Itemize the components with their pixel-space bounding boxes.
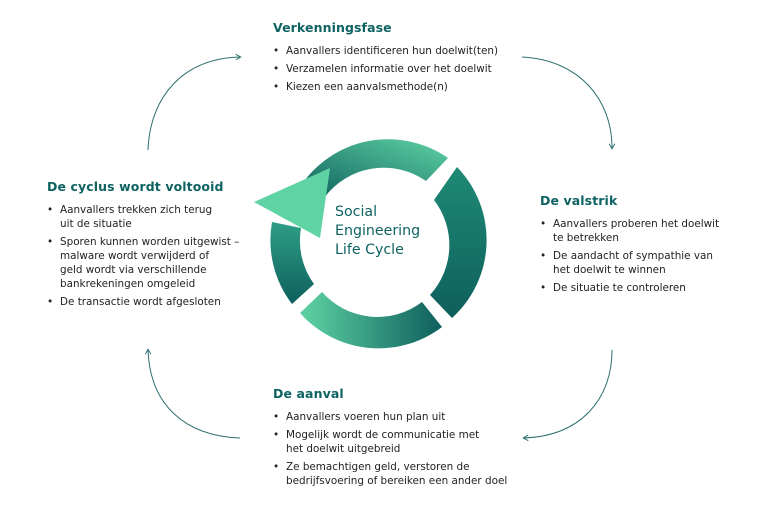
list-item: Aanvallers identificeren hun doelwit(ten…	[273, 44, 543, 58]
list-item: Sporen kunnen worden uitgewist – malware …	[47, 235, 262, 291]
arrow-bottom-to-left	[144, 348, 241, 439]
phase-trap-title: De valstrik	[540, 193, 618, 208]
line: het doelwit uitgebreid	[286, 443, 401, 455]
line: Aanvallers voeren hun plan uit	[286, 411, 446, 423]
phase-trap-list: Aanvallers proberen het doelwit te betrek…	[540, 217, 750, 295]
ring-segment-right	[430, 167, 487, 318]
line: het doelwit te winnen	[553, 264, 666, 276]
phase-completion: De cyclus wordt voltooid Aanvallers trek…	[47, 179, 262, 313]
line: Mogelijk wordt de communicatie met	[286, 429, 480, 441]
phase-completion-title: De cyclus wordt voltooid	[47, 179, 224, 194]
line: Aanvallers proberen het doelwit	[553, 218, 720, 230]
phase-attack-list: Aanvallers voeren hun plan uit Mogelijk …	[273, 410, 543, 488]
list-item: Aanvallers proberen het doelwit te betrek…	[540, 217, 750, 245]
center-line-1: Social	[335, 204, 378, 220]
phase-recon-list: Aanvallers identificeren hun doelwit(ten…	[273, 44, 543, 94]
line: De situatie te controleren	[553, 282, 686, 294]
line: bedrijfsvoering of bereiken een ander do…	[286, 475, 508, 487]
line: Ze bemachtigen geld, verstoren de	[286, 461, 470, 473]
list-item: De aandacht of sympathie van het doelwit …	[540, 249, 750, 277]
line: uit de situatie	[60, 218, 132, 230]
list-item: Kiezen een aanvalsmethode(n)	[273, 80, 543, 94]
list-item: Aanvallers voeren hun plan uit	[273, 410, 543, 424]
phase-attack: De aanval Aanvallers voeren hun plan uit…	[273, 386, 543, 492]
arrow-top-to-right	[521, 56, 616, 150]
list-item: Ze bemachtigen geld, verstoren de bedrijf…	[273, 460, 543, 488]
phase-recon-title: Verkenningsfase	[273, 20, 392, 35]
ring-segment-left	[270, 222, 314, 304]
line: De transactie wordt afgesloten	[60, 296, 221, 308]
phase-completion-list: Aanvallers trekken zich terug uit de situ…	[47, 203, 262, 309]
ring-segment-top	[300, 139, 448, 198]
list-item: De transactie wordt afgesloten	[47, 295, 262, 309]
phase-attack-title: De aanval	[273, 386, 344, 401]
line: geld wordt via verschillende	[60, 264, 207, 276]
phase-recon: Verkenningsfase Aanvallers identificeren…	[273, 20, 543, 98]
center-line-3: Life Cycle	[335, 242, 404, 258]
line: malware wordt verwijderd of	[60, 250, 209, 262]
list-item: Mogelijk wordt de communicatie met het do…	[273, 428, 543, 456]
ring-segment-bottom	[300, 292, 442, 349]
list-item: De situatie te controleren	[540, 281, 750, 295]
list-item: Aanvallers trekken zich terug uit de situ…	[47, 203, 262, 231]
cycle-center-label: Social Engineering Life Cycle	[335, 203, 445, 260]
line: De aandacht of sympathie van	[553, 250, 713, 262]
line: Aanvallers trekken zich terug	[60, 204, 213, 216]
phase-trap: De valstrik Aanvallers proberen het doel…	[540, 193, 750, 299]
list-item: Verzamelen informatie over het doelwit	[273, 62, 543, 76]
center-line-2: Engineering	[335, 223, 421, 239]
ring-arrowhead	[254, 168, 330, 238]
arrow-left-to-top	[147, 53, 242, 151]
line: te betrekken	[553, 232, 619, 244]
line: bankrekeningen omgeleid	[60, 278, 196, 290]
line: Sporen kunnen worden uitgewist –	[60, 236, 240, 248]
